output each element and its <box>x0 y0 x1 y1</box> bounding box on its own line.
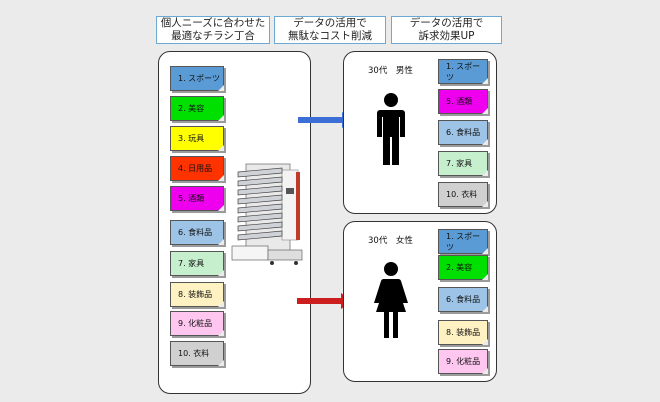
male-card-liquor: 5. 酒類 <box>438 89 488 114</box>
header-cost-line1: データの活用で <box>293 17 367 29</box>
female-card-sports: 1. スポーツ <box>438 229 488 254</box>
category-label: 7. 家具 <box>446 159 473 168</box>
category-label: 10. 衣料 <box>178 349 210 358</box>
category-label: 2. 美容 <box>178 104 205 113</box>
collator-machine-image <box>231 163 303 265</box>
male-card-food: 6. 食料品 <box>438 120 488 145</box>
male-card-clothing: 10. 衣料 <box>438 182 488 207</box>
category-label: 9. 化粧品 <box>446 357 481 366</box>
header-cost-line2: 無駄なコスト削減 <box>288 30 372 42</box>
category-card-beauty: 2. 美容 <box>170 96 224 121</box>
female-card-cosmetics: 9. 化粧品 <box>438 349 488 374</box>
male-card-sports: 1. スポーツ <box>438 59 488 84</box>
category-card-clothing: 10. 衣料 <box>170 341 224 366</box>
segment-title-male: 30代 男性 <box>368 66 413 76</box>
category-label: 1. スポーツ <box>446 61 481 82</box>
category-label: 8. 装飾品 <box>446 328 481 337</box>
header-collation-line1: 個人ニーズに合わせた <box>160 17 266 29</box>
female-card-food: 6. 食料品 <box>438 287 488 312</box>
category-label: 6. 食料品 <box>446 295 481 304</box>
header-cost-reduction: データの活用で 無駄なコスト削減 <box>274 16 386 44</box>
category-card-accessories: 8. 装飾品 <box>170 282 224 307</box>
segment-title-female: 30代 女性 <box>368 236 413 246</box>
female-card-accessories: 8. 装飾品 <box>438 320 488 345</box>
category-label: 6. 食料品 <box>446 128 481 137</box>
header-appeal-line1: データの活用で <box>409 17 484 29</box>
category-label: 9. 化粧品 <box>178 319 213 328</box>
arrow-shaft <box>298 117 342 123</box>
female-card-beauty: 2. 美容 <box>438 255 488 280</box>
category-label: 5. 酒類 <box>178 194 205 203</box>
header-collation: 個人ニーズに合わせた 最適なチラシ丁合 <box>156 16 270 44</box>
category-card-sports: 1. スポーツ <box>170 66 224 91</box>
header-collation-line2: 最適なチラシ丁合 <box>171 30 255 42</box>
male-person-icon <box>377 93 405 165</box>
category-label: 1. スポーツ <box>446 231 481 252</box>
header-appeal: データの活用で 訴求効果UP <box>391 16 502 44</box>
category-card-toys: 3. 玩具 <box>170 126 224 151</box>
female-person-icon <box>374 262 408 338</box>
category-card-cosmetics: 9. 化粧品 <box>170 311 224 336</box>
category-label: 10. 衣料 <box>446 190 478 199</box>
male-card-furniture: 7. 家具 <box>438 151 488 176</box>
category-label: 2. 美容 <box>446 263 473 272</box>
arrow-shaft <box>297 298 341 304</box>
category-card-furniture: 7. 家具 <box>170 251 224 276</box>
category-label: 7. 家具 <box>178 259 205 268</box>
category-card-food: 6. 食料品 <box>170 220 224 245</box>
category-label: 1. スポーツ <box>178 74 221 83</box>
category-label: 4. 日用品 <box>178 164 213 173</box>
category-label: 5. 酒類 <box>446 97 473 106</box>
category-card-liquor: 5. 酒類 <box>170 186 224 211</box>
header-appeal-line2: 訴求効果UP <box>418 30 475 42</box>
category-label: 3. 玩具 <box>178 134 205 143</box>
category-card-daily-goods: 4. 日用品 <box>170 156 224 181</box>
category-label: 8. 装飾品 <box>178 290 213 299</box>
category-label: 6. 食料品 <box>178 228 213 237</box>
